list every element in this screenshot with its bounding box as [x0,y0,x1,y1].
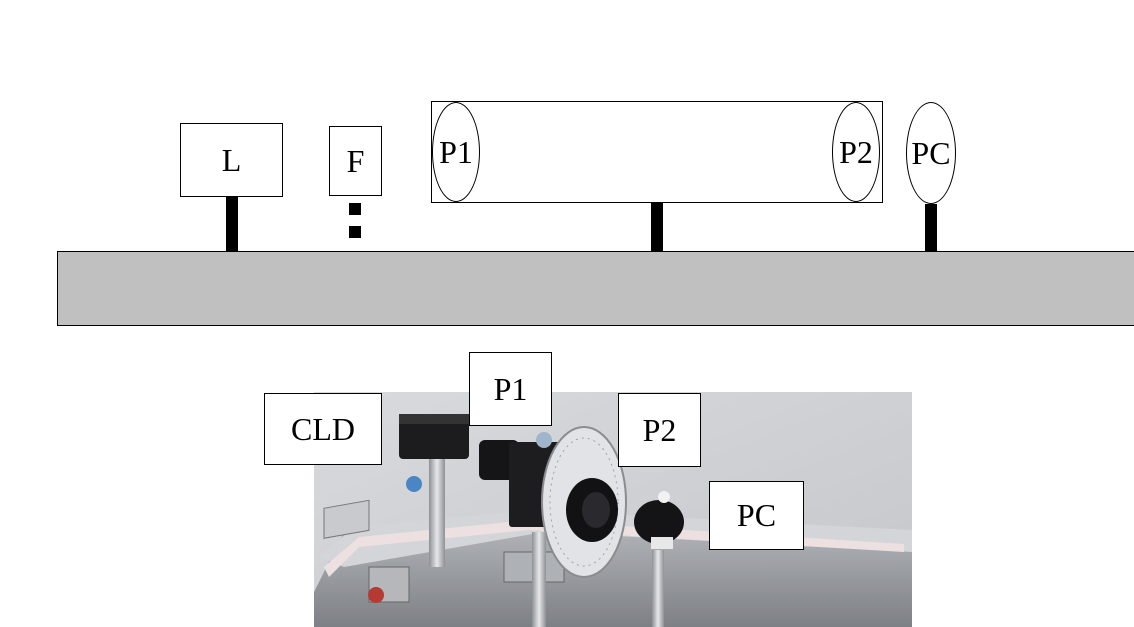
tube-post [651,203,663,252]
photo-carriage-1 [323,499,370,539]
photo-label-pc-text: PC [736,497,777,533]
laser-box: L [180,123,283,197]
filter-post-segment-2 [349,226,361,238]
photocell-post [925,204,937,252]
photo-photocell-rod [652,550,664,627]
photo-label-p1: P1 [469,352,552,426]
photo-disc-rod [532,532,546,627]
photo-laser-head [399,414,469,459]
photo-label-cld-text: CLD [291,410,355,447]
photo-polarizer-2-lens-inner [582,492,610,528]
laser-label: L [221,141,242,178]
filter-label: F [346,142,365,179]
optical-rail [57,251,1134,326]
filter-post-segment-1 [349,203,361,215]
laser-post [226,197,238,252]
photo-photocell-knob [658,491,670,503]
photo-label-p1-text: P1 [493,370,528,407]
photo-label-p2-text: P2 [642,411,677,448]
apparatus-photo-drawing [314,392,912,627]
photo-rail-scale [324,520,904,577]
photo-label-cld: CLD [264,393,382,465]
photo-red-knob [368,587,384,603]
photo-laser-knob [406,476,422,492]
photo-photocell-head [634,500,684,544]
photo-disc-ring [549,437,619,567]
photo-photocell-tag [651,537,673,549]
photocell-label: PC [911,134,951,171]
photo-laser-rod [429,457,445,567]
filter-box: F [329,126,382,196]
photo-polarizer-1-knob [536,432,552,448]
polarizer-1-label: P1 [439,133,473,170]
polarimeter-tube [431,101,883,203]
apparatus-photo [314,392,912,627]
polarizer-2-ellipse: P2 [832,102,880,202]
polarizer-2-label: P2 [839,133,873,170]
photo-laser-head-top [399,414,469,424]
photocell-ellipse: PC [906,102,956,204]
polarizer-1-ellipse: P1 [432,102,480,202]
photo-label-pc: PC [709,481,804,550]
photo-label-p2: P2 [618,393,701,467]
